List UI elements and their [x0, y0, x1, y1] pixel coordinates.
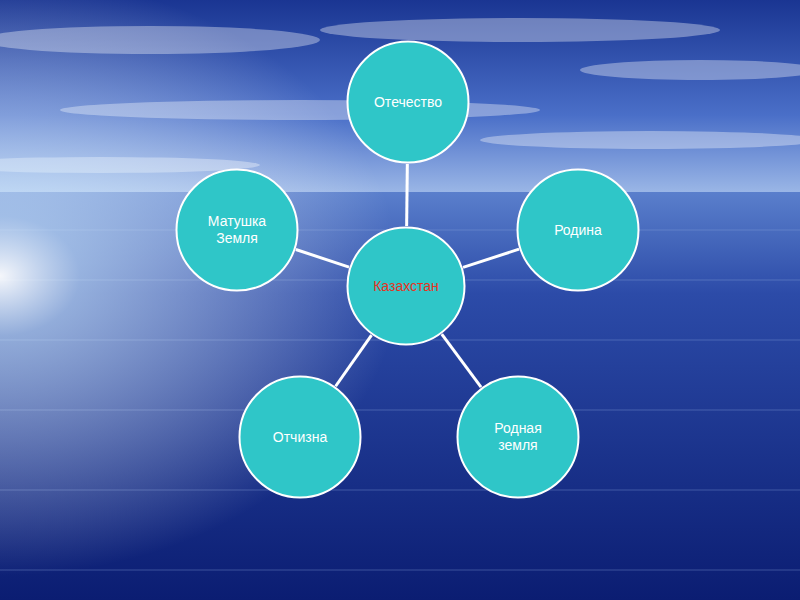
connector-line: [336, 335, 372, 386]
concept-circle: Матушка Земля: [175, 168, 299, 292]
circle-shape: [518, 170, 639, 291]
concept-circle: Родина: [516, 168, 640, 292]
node-label: Казахстан: [373, 278, 439, 295]
circle-shape: [177, 170, 298, 291]
node-label: Отечество: [374, 94, 442, 111]
connector-line: [442, 334, 481, 387]
node-label: Отчизна: [273, 429, 327, 446]
circle-shape: [240, 377, 361, 498]
hub-circle: Казахстан: [346, 226, 466, 346]
connector-line: [463, 249, 519, 267]
node-label: Родная земля: [478, 420, 558, 454]
concept-circle: Родная земля: [456, 375, 580, 499]
concept-circle: Отечество: [346, 40, 470, 164]
circle-shape: [348, 42, 469, 163]
circle-shape: [458, 377, 579, 498]
concept-circle: Отчизна: [238, 375, 362, 499]
node-label: Матушка Земля: [197, 213, 277, 247]
node-label: Родина: [554, 222, 602, 239]
connector-line: [296, 250, 349, 268]
circle-shape: [348, 228, 465, 345]
connector-line: [405, 164, 409, 226]
